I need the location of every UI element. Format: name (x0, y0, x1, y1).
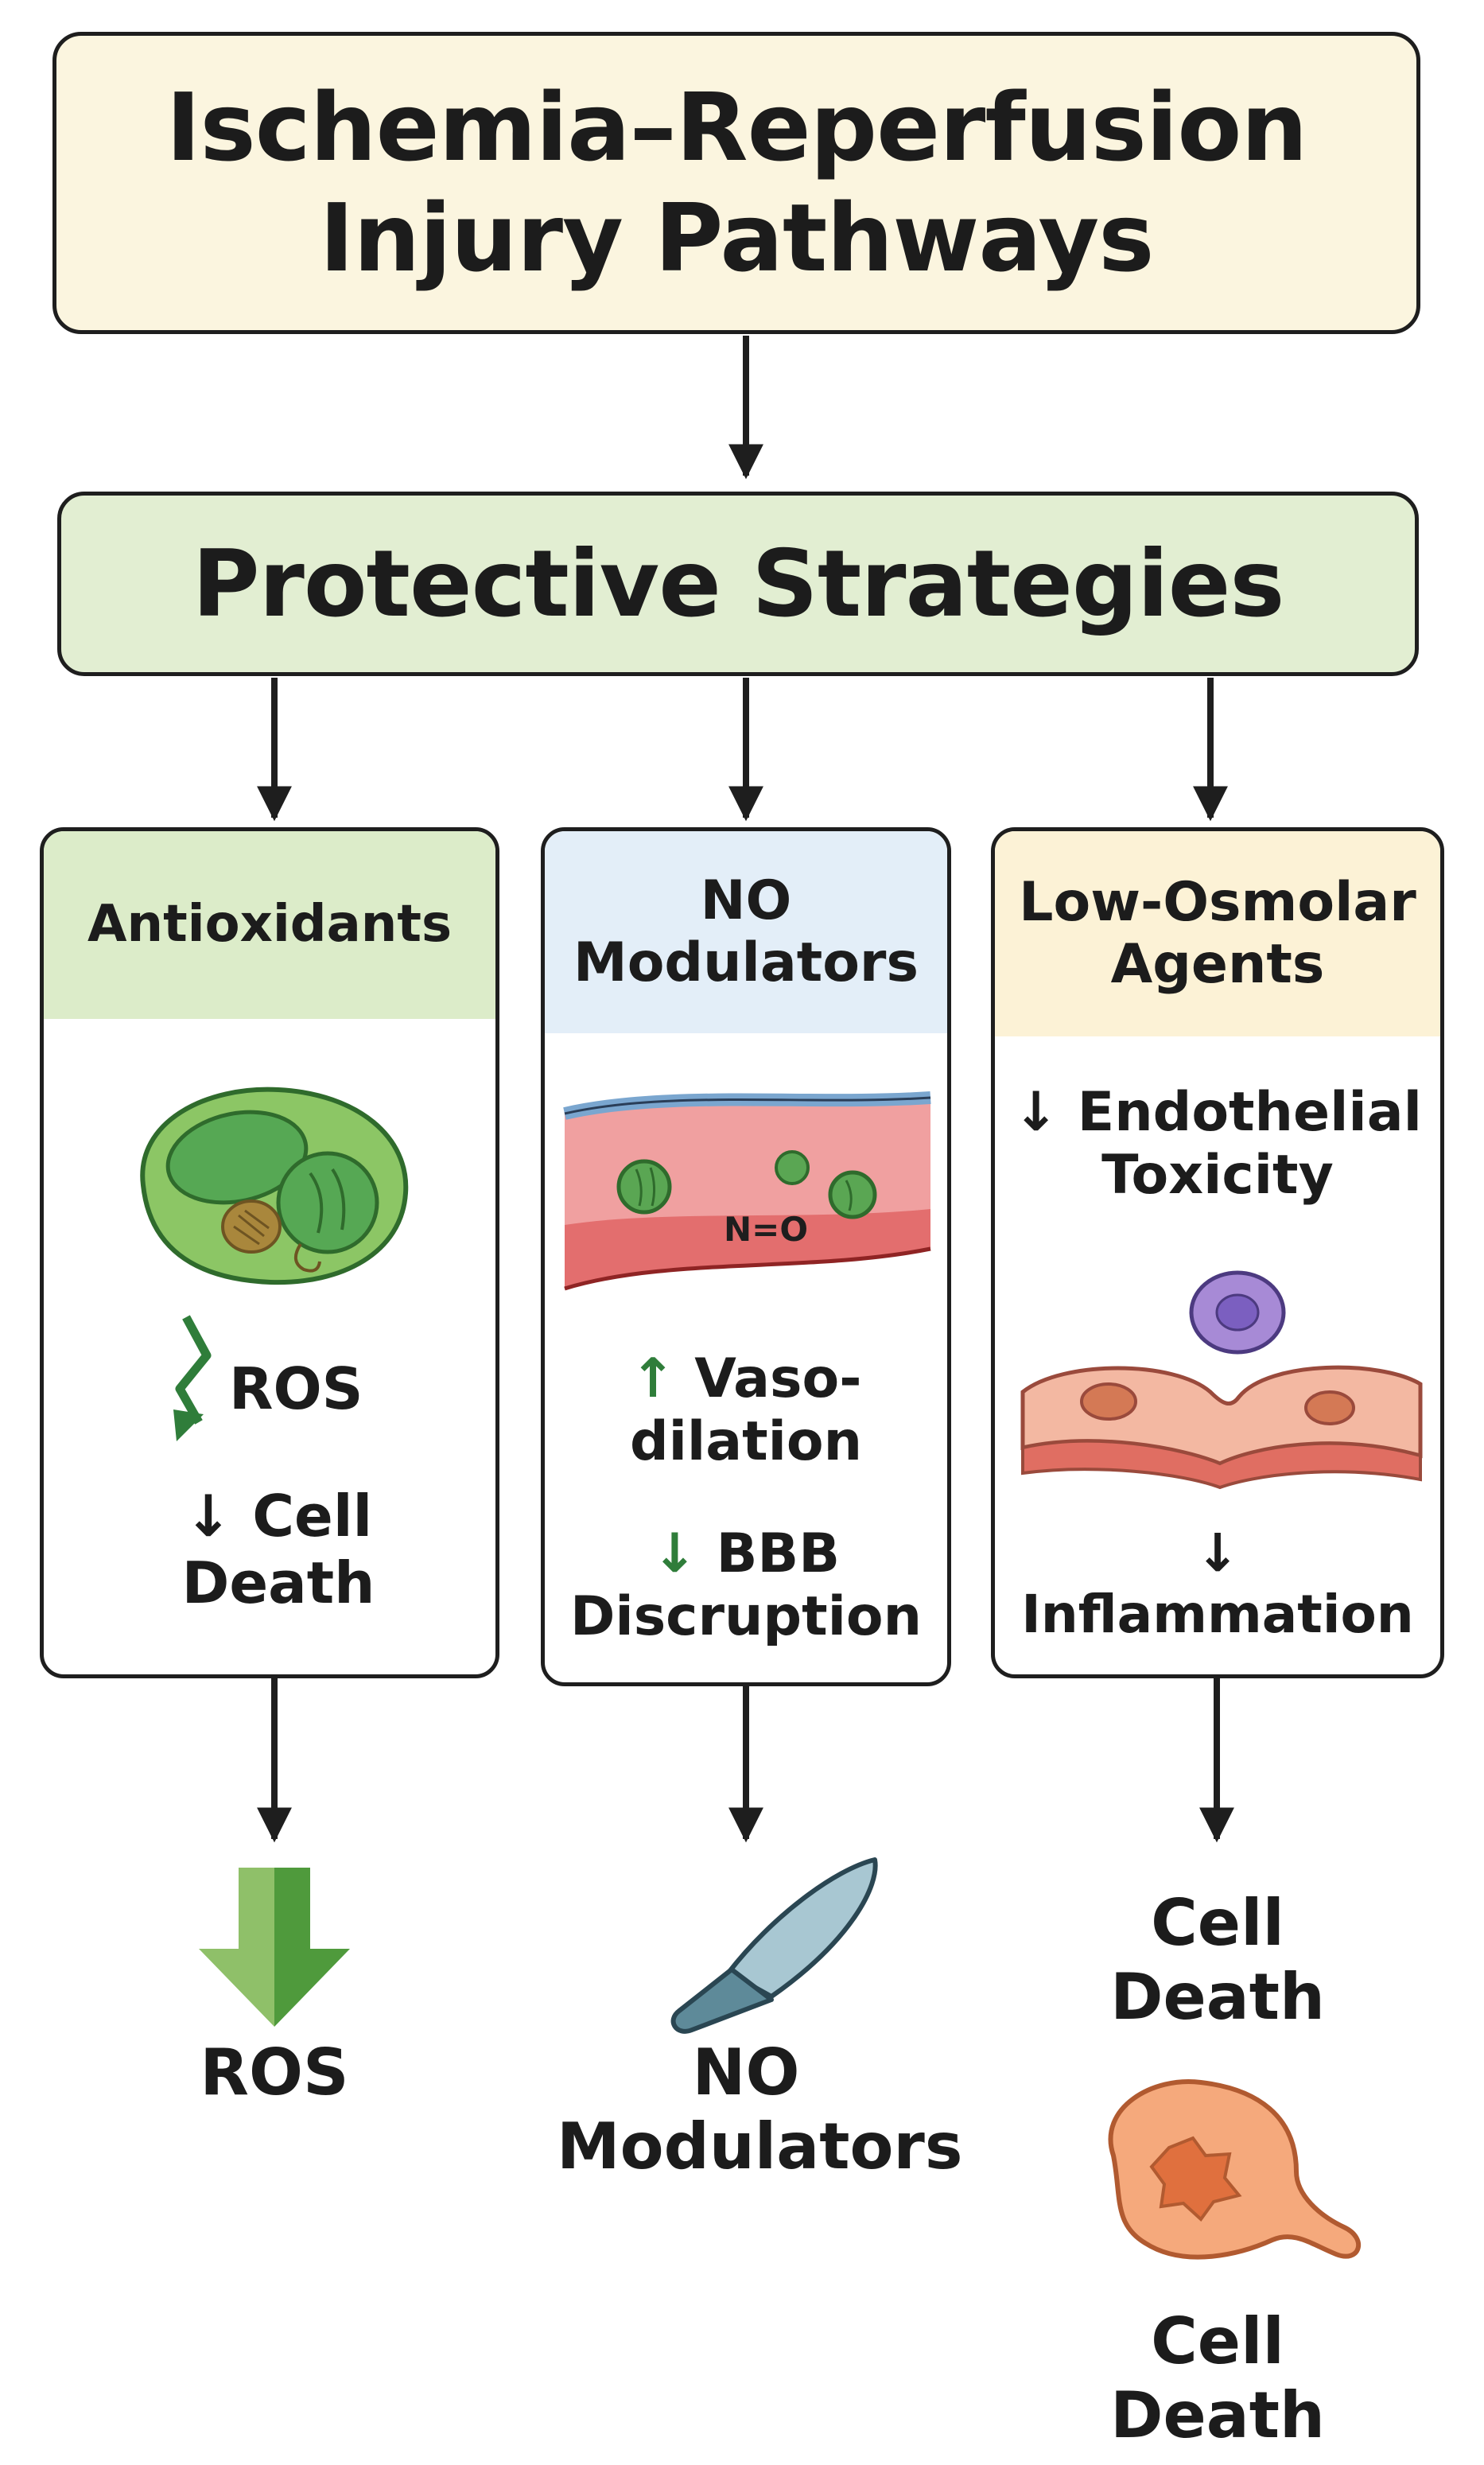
outcome-ros: ROS (200, 2035, 349, 2109)
no-molecule-label: N=O (724, 1210, 808, 1249)
outcome-no-modulators: NO Modulators (557, 2035, 963, 2183)
blood-vessel-icon: N=O (563, 1091, 931, 1291)
protective-strategies-label: Protective Strategies (192, 530, 1285, 638)
down-arrow-icon: ↓ (1195, 1522, 1240, 1584)
antioxidants-header: Antioxidants (44, 831, 495, 1019)
down-arrow-icon: ↓ (184, 1483, 233, 1549)
down-arrow-icon: ↓ (651, 1522, 697, 1585)
low-osmolar-card: Low-Osmolar Agents (991, 827, 1444, 1678)
up-arrow-icon: ↑ (630, 1347, 676, 1410)
down-arrow-icon: ↓ (1013, 1081, 1059, 1144)
dying-cell-icon (1108, 2079, 1362, 2260)
mitochondria-cell-icon (140, 1087, 409, 1285)
antioxidants-effect-ros: ROS (229, 1355, 363, 1422)
low-osmolar-effect-endothelial-toxicity: ↓ Endothelial Toxicity (1013, 1081, 1422, 1207)
title-box: Ischemia–Reperfusion Injury Pathways (52, 32, 1420, 334)
protective-strategies-box: Protective Strategies (57, 492, 1419, 676)
antioxidants-effect-cell-death: ↓ Cell Death (181, 1483, 375, 1616)
outcome-cell-death: Cell Death (1110, 1886, 1325, 2034)
ros-zigzag-down-arrow-icon (173, 1315, 212, 1441)
low-osmolar-header: Low-Osmolar Agents (995, 831, 1440, 1036)
outcome-cell-death-2: Cell Death (1110, 2304, 1325, 2452)
endothelial-cells-icon (1020, 1270, 1423, 1490)
scalpel-icon (670, 1857, 878, 2034)
title-line-1: Ischemia–Reperfusion (165, 72, 1308, 182)
big-green-down-arrow-icon (199, 1868, 350, 2027)
no-effect-vasodilation: ↑ Vaso- dilation (629, 1347, 863, 1473)
title-line-2: Injury Pathways (319, 183, 1154, 293)
low-osmolar-effect-inflammation: ↓ Inflammation (1021, 1522, 1414, 1645)
no-effect-bbb-disruption: ↓ BBB Discruption (569, 1522, 923, 1648)
antioxidants-header-text: Antioxidants (87, 895, 453, 955)
no-modulators-header: NO Modulators (545, 831, 947, 1033)
